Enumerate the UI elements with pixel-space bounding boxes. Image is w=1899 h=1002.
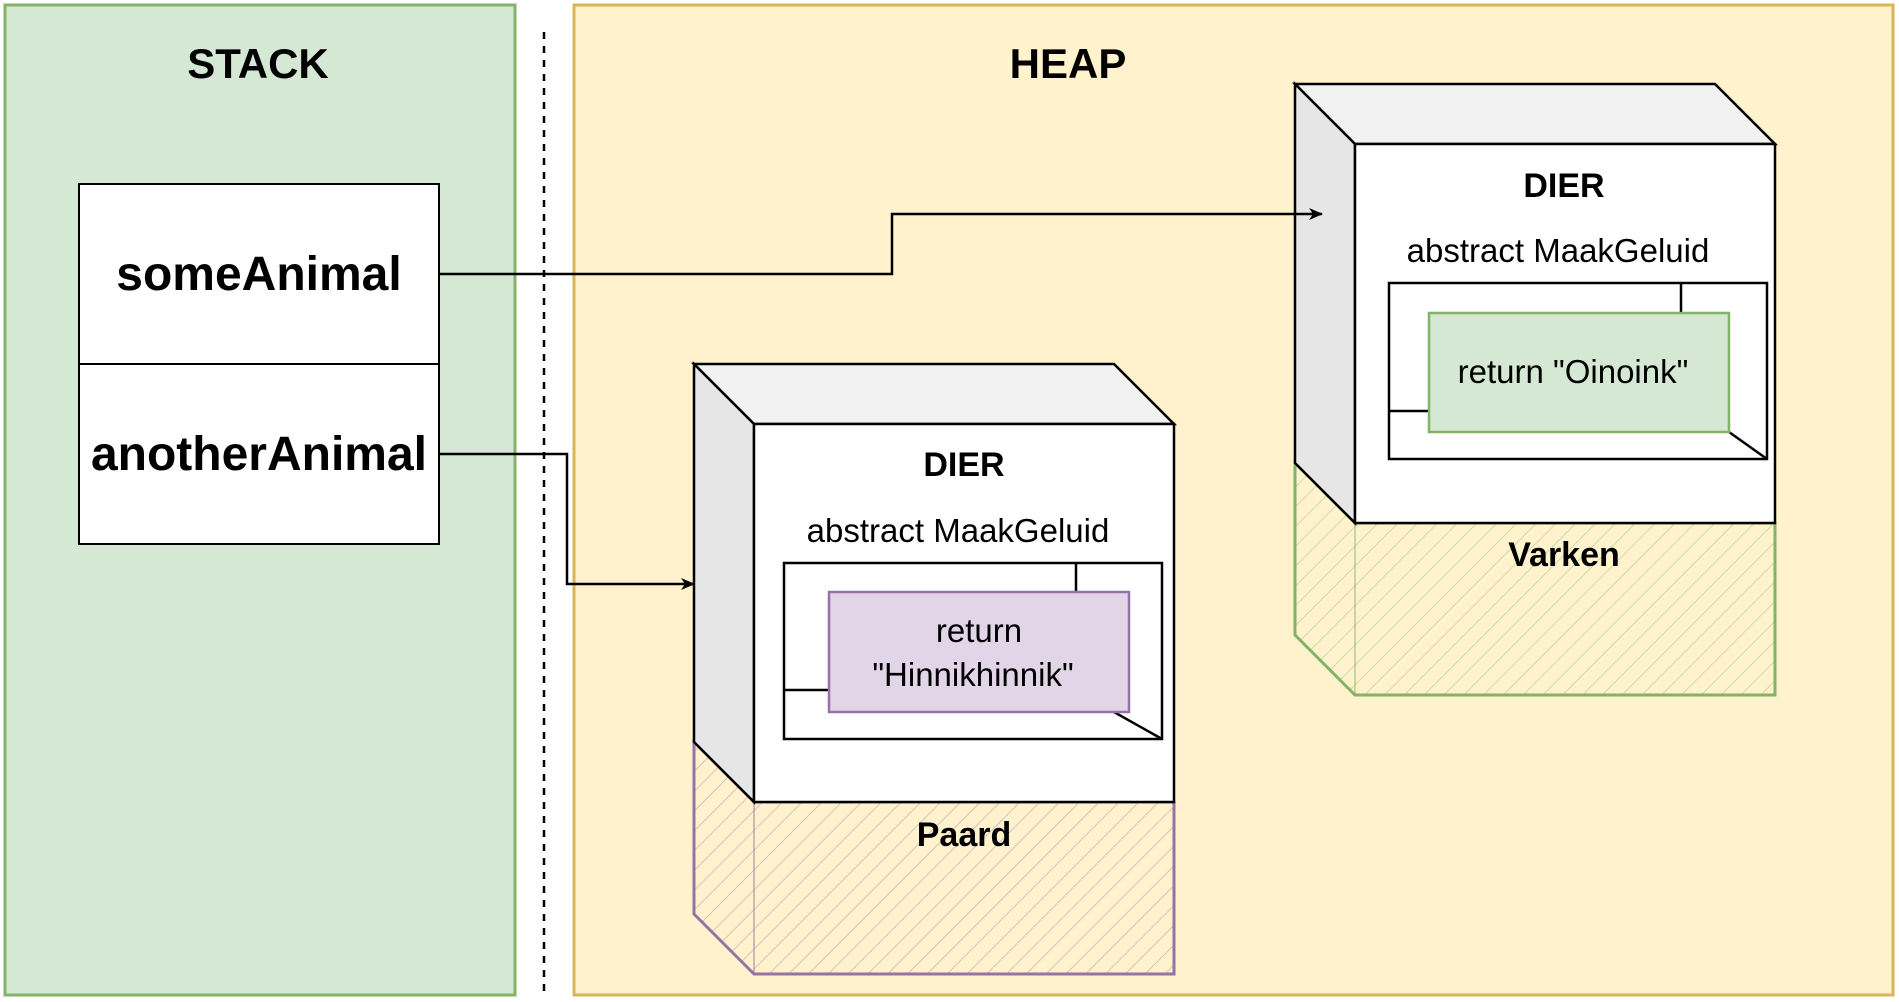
varken-method: abstract MaakGeluid [1407, 232, 1710, 269]
stack-variable-another-animal: anotherAnimal [78, 363, 440, 545]
paard-override-line-2: "Hinnikhinnik" [872, 656, 1073, 693]
varken-type-label: Varken [1508, 536, 1620, 574]
paard-base-class: DIER [923, 446, 1004, 484]
variable-name: anotherAnimal [91, 428, 427, 481]
stack-region: STACK someAnimal anotherAnimal [3, 3, 517, 997]
heap-object-paard: DIER abstract MaakGeluid return "Hinnikh… [690, 360, 1178, 976]
varken-method-frame: return "Oinoink" [1387, 281, 1769, 461]
heap-object-varken: DIER abstract MaakGeluid return "Oinoink… [1291, 80, 1779, 697]
paard-method: abstract MaakGeluid [807, 512, 1110, 549]
heap-title: HEAP [1010, 40, 1127, 87]
stack-variable-some-animal: someAnimal [78, 183, 440, 365]
paard-override-line-1: return [936, 612, 1022, 649]
varken-override: return "Oinoink" [1427, 311, 1731, 434]
arrow-someanimal-to-varken [439, 208, 1323, 276]
varken-override-line-1: return "Oinoink" [1458, 353, 1689, 390]
arrow-anotheranimal-to-paard [439, 452, 695, 590]
stack-title: STACK [187, 40, 329, 87]
variable-name: someAnimal [116, 248, 401, 301]
paard-method-frame: return "Hinnikhinnik" [782, 561, 1164, 741]
varken-base-class: DIER [1523, 167, 1604, 205]
paard-type-label: Paard [917, 816, 1012, 854]
paard-override: return "Hinnikhinnik" [827, 590, 1131, 714]
